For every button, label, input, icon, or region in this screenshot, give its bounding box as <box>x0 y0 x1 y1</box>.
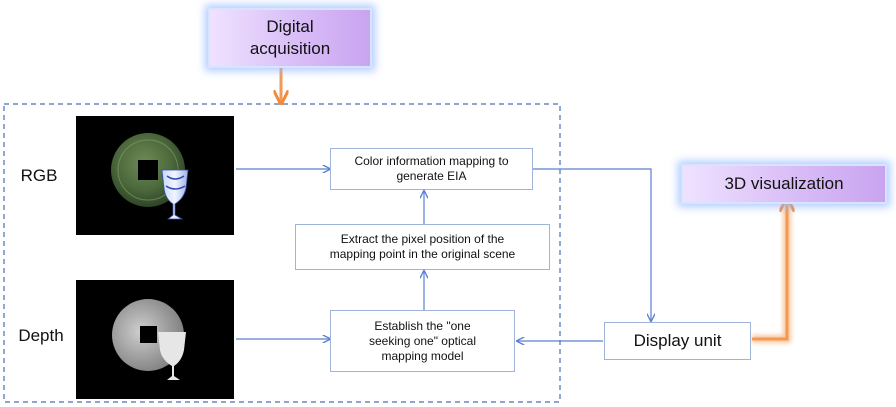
visualization-arrow <box>752 200 787 343</box>
color-mapping-box: Color information mapping to generate EI… <box>330 148 533 190</box>
3d-visualization-node: 3D visualization <box>681 164 887 204</box>
vase-shape <box>161 169 189 220</box>
depth-vase-shape <box>158 332 186 380</box>
processing-dashed-frame <box>3 103 561 403</box>
rgb-image <box>76 116 234 235</box>
rgb-label: RGB <box>20 166 58 185</box>
depth-label: Depth <box>18 326 64 345</box>
color-to-display-arrow <box>533 168 651 321</box>
depth-coin-hole <box>140 326 157 343</box>
establish-model-box: Establish the "one seeking one" optical … <box>330 310 515 372</box>
digital-acquisition-node: Digital acquisition <box>208 8 372 68</box>
extract-pixel-box: Extract the pixel position of the mappin… <box>295 224 550 270</box>
depth-image <box>76 280 234 399</box>
display-unit-box: Display unit <box>604 322 751 360</box>
coin-hole <box>138 160 158 180</box>
